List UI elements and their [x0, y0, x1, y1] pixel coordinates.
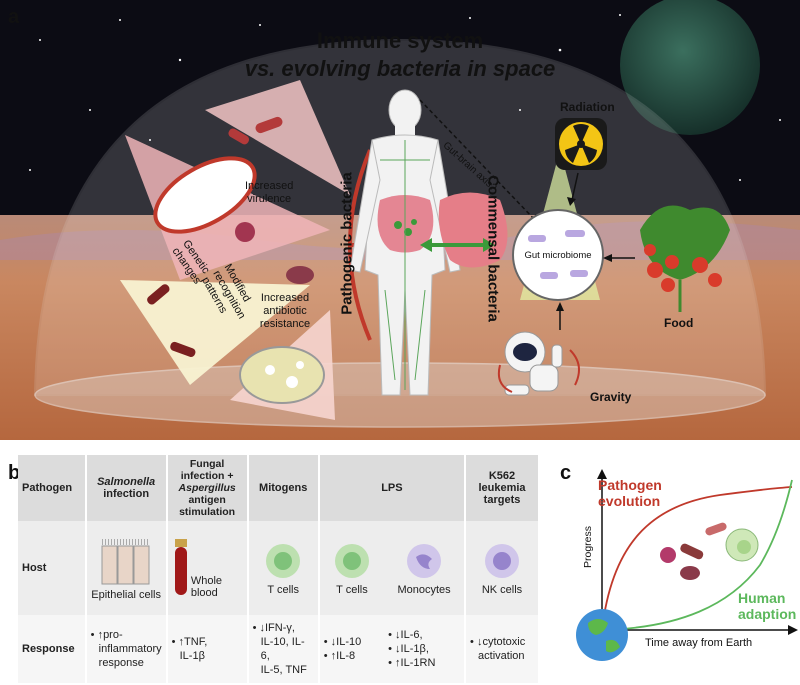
- pathogenic-bacteria-label: Pathogenic bacteria: [338, 172, 356, 315]
- host-t-cells-2: T cells: [317, 521, 385, 615]
- commensal-intestine-icon: [438, 192, 508, 268]
- radiation-label: Radiation: [560, 100, 615, 114]
- monocyte-icon: [407, 543, 442, 578]
- title-line1: Immune system: [316, 28, 484, 53]
- response-mitogens: • ↓IFN-γ,IL-10, IL-6,IL-5, TNF: [246, 615, 319, 683]
- stars: [29, 14, 781, 211]
- bacterium-icon: [255, 116, 283, 134]
- bacterium-dna-icon: [153, 156, 257, 234]
- virulence-wedge: [205, 80, 350, 195]
- pathogen-evolution-curve: [601, 486, 793, 631]
- t-cell-icon: [266, 543, 301, 578]
- row-label-host: Host: [18, 521, 86, 615]
- epithelial-cells-icon: [101, 538, 150, 584]
- panel-a: a Immune system vs. evolving bacteria in…: [0, 0, 800, 440]
- host-epithelial: Epithelial cells: [84, 521, 167, 615]
- host-whole-blood: Whole blood: [165, 521, 248, 615]
- row-label-response: Response: [18, 615, 86, 683]
- title-line2: vs. evolving bacteria in space: [244, 56, 556, 81]
- t-cell-icon: [334, 543, 369, 578]
- response-fungal: • ↑TNF,IL-1β: [165, 615, 248, 683]
- recognition-wedge: [120, 280, 310, 385]
- progress-chart: [576, 469, 798, 661]
- nk-cell-icon: [485, 543, 520, 578]
- panel-a-label: a: [8, 6, 20, 28]
- host-nk-cells: NK cells: [464, 521, 538, 615]
- row-label-pathogen: Pathogen: [18, 455, 86, 521]
- panel-b-label: b: [8, 462, 21, 484]
- y-axis-label: Progress: [582, 526, 594, 569]
- space-scene-illustration: [0, 0, 800, 440]
- radiation-icon: [555, 118, 607, 170]
- human-adaption-curve: [601, 479, 793, 631]
- response-lps-monocytes: • ↓IL-6,• ↓IL-1β,• ↑IL-1RN: [384, 615, 466, 683]
- earth-icon: [576, 609, 628, 661]
- host-t-cells-1: T cells: [246, 521, 319, 615]
- tomato-plant-icon: [640, 205, 730, 312]
- planet: [620, 0, 760, 135]
- pathogen-lps: LPS: [317, 455, 466, 521]
- petri-dish-icon: [239, 346, 325, 404]
- pathogen-mitogens: Mitogens: [246, 455, 319, 521]
- response-lps-t-cells: • ↓IL-10• ↑IL-8: [317, 615, 385, 683]
- panel-c-label: c: [560, 462, 572, 484]
- gut-microbiome-label: Gut microbiome: [520, 250, 596, 261]
- bacterium-icon: [286, 266, 314, 284]
- blood-tube-icon: [174, 539, 187, 595]
- gravity-label: Gravity: [590, 390, 632, 404]
- host-monocytes: Monocytes: [384, 521, 466, 615]
- food-label: Food: [664, 316, 694, 330]
- virus-icon: [235, 222, 255, 242]
- x-axis-label: Time away from Earth: [645, 637, 753, 649]
- bacterium-icon: [680, 543, 704, 560]
- virus-icon: [660, 547, 676, 563]
